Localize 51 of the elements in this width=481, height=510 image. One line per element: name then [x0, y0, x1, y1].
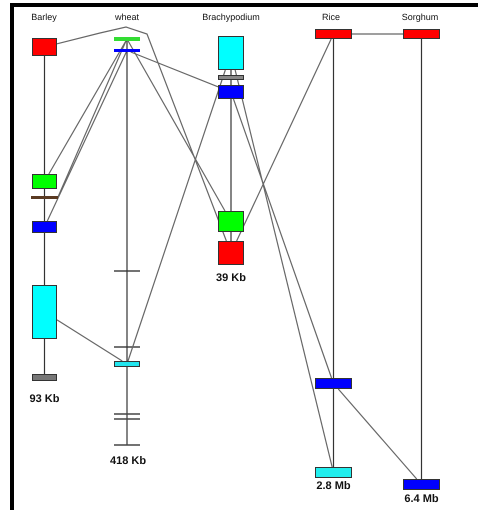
chromosome-line — [44, 233, 46, 285]
gene-block — [218, 36, 244, 70]
synteny-line — [56, 319, 123, 362]
gene-bar — [31, 196, 58, 199]
synteny-line — [232, 98, 332, 378]
gene-block — [315, 467, 352, 478]
gene-block — [32, 221, 57, 233]
gene-block — [403, 479, 440, 490]
gene-block — [32, 374, 57, 381]
gene-block — [403, 29, 440, 39]
synteny-line — [338, 388, 418, 480]
gene-block — [32, 38, 57, 56]
track-length-label: 418 Kb — [110, 455, 146, 467]
synteny-line — [352, 33, 403, 35]
track-title: Rice — [322, 12, 340, 22]
synteny-line — [127, 70, 226, 362]
track-length-label: 93 Kb — [30, 393, 60, 405]
synteny-line — [236, 38, 332, 242]
track-title: Sorghum — [402, 12, 438, 22]
track-length-label: 39 Kb — [216, 272, 246, 284]
synteny-line — [48, 40, 126, 174]
track-title: Barley — [31, 12, 57, 22]
chromosome-line — [44, 339, 46, 374]
gene-block — [114, 361, 140, 367]
gene-block — [32, 285, 57, 339]
chromosome-line — [420, 39, 422, 479]
chromosome-line — [126, 52, 128, 361]
track-title: wheat — [114, 12, 140, 22]
gene-block — [218, 75, 244, 80]
chromosome-line — [44, 199, 46, 221]
chromosome-line — [44, 56, 46, 174]
gene-bar — [114, 49, 140, 52]
track-length-label: 2.8 Mb — [316, 480, 351, 492]
chromosome-line — [332, 389, 334, 467]
synteny-line — [130, 51, 218, 88]
gene-bar — [114, 37, 140, 41]
track-title: Brachypodium — [202, 12, 260, 22]
synteny-line — [234, 70, 333, 468]
gene-block — [218, 241, 244, 265]
synteny-line — [128, 40, 226, 212]
gene-block — [315, 29, 352, 39]
track-length-label: 6.4 Mb — [404, 493, 439, 505]
chromosome-line — [332, 39, 334, 378]
gene-block — [32, 174, 57, 189]
synteny-line — [56, 26, 227, 242]
chromosome-line — [230, 99, 232, 211]
gene-block — [218, 211, 244, 232]
gene-block — [315, 378, 352, 389]
synteny-line — [57, 40, 127, 198]
synteny-line — [46, 52, 127, 222]
gene-block — [218, 85, 244, 99]
